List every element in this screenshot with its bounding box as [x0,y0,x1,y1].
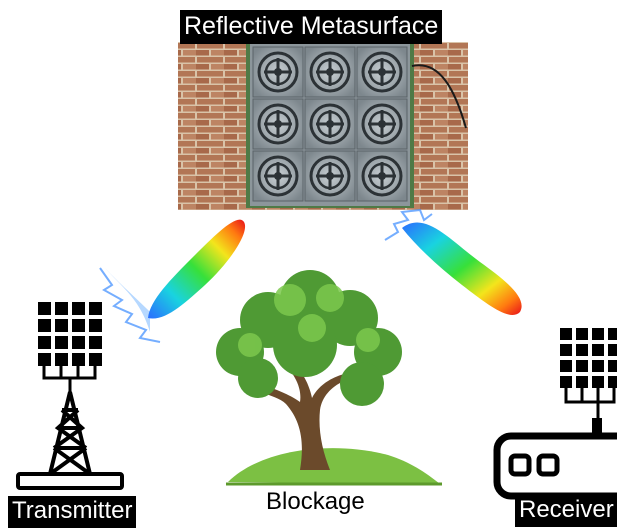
incident-beam [99,219,246,343]
reflected-beam [384,208,522,315]
transmitter-label: Transmitter [8,496,137,528]
receiver-label: Receiver [515,495,617,527]
router-icon [493,328,617,500]
tree-icon [216,270,442,486]
metasurface-label: Reflective Metasurface [180,10,443,44]
antenna-tower-icon [16,302,124,490]
metasurface-panel-icon [178,42,468,210]
blockage-label: Blockage [262,486,369,519]
